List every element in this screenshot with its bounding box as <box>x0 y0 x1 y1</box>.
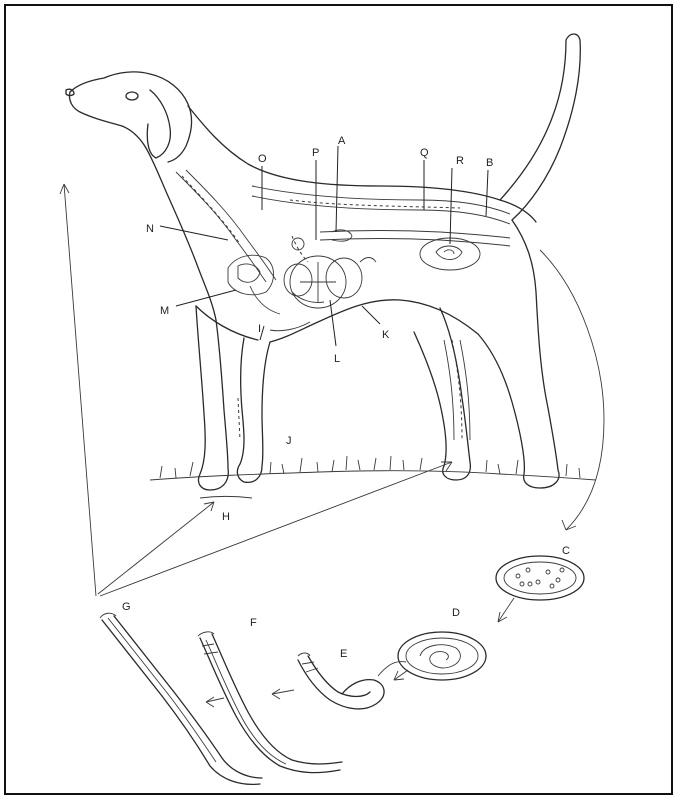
label-l: L <box>334 353 340 365</box>
label-a: A <box>338 135 346 147</box>
internal-pathways <box>176 170 510 440</box>
label-k: K <box>382 329 390 341</box>
label-p: P <box>312 147 319 159</box>
label-m: M <box>160 305 169 317</box>
worm-stage-g <box>100 613 262 784</box>
worm-stage-f <box>198 632 342 773</box>
label-r: R <box>456 155 464 167</box>
letter-labels: A B C D E F G H I J K L M N O P Q R <box>122 135 570 660</box>
eye-icon <box>126 92 138 100</box>
label-j: J <box>286 435 292 447</box>
label-e: E <box>340 648 347 660</box>
egg-stage-c <box>496 556 584 600</box>
larva-stage-e <box>298 653 406 709</box>
label-c: C <box>562 545 570 557</box>
label-d: D <box>452 607 460 619</box>
label-b: B <box>486 157 493 169</box>
label-leaders <box>160 146 488 346</box>
label-o: O <box>258 153 267 165</box>
label-i: I <box>258 323 261 335</box>
label-g: G <box>122 601 131 613</box>
label-h: H <box>222 511 230 523</box>
label-n: N <box>146 223 154 235</box>
egg-stage-d <box>398 632 486 680</box>
dog-outline <box>66 34 580 490</box>
label-q: Q <box>420 147 429 159</box>
label-f: F <box>250 617 257 629</box>
